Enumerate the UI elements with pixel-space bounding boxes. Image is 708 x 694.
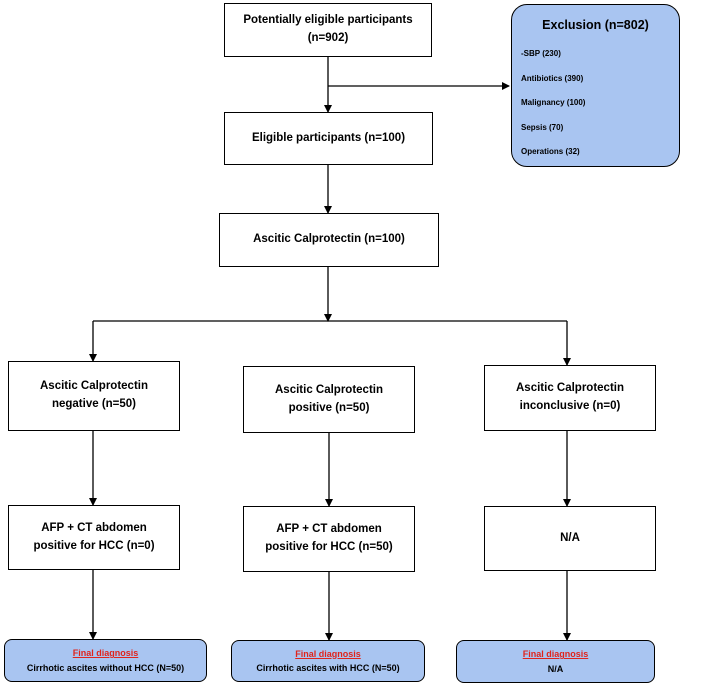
final-diagnosis-hcc: Final diagnosis Cirrhotic ascites with H…	[231, 640, 425, 682]
calprotectin-label: Ascitic Calprotectin (n=100)	[253, 233, 405, 246]
final-text-1: Cirrhotic ascites without HCC (N=50)	[26, 662, 185, 673]
calprotectin-negative-box: Ascitic Calprotectin negative (n=50)	[8, 361, 180, 431]
exclusion-title: Exclusion (n=802)	[542, 18, 649, 32]
calprotectin-inconclusive-box: Ascitic Calprotectin inconclusive (n=0)	[484, 365, 656, 431]
positive-line2: positive (n=50)	[288, 401, 370, 414]
exclusion-item-sepsis: Sepsis (70)	[521, 122, 564, 132]
exclusion-list: -SBP (230) Antibiotics (390) Malignancy …	[521, 49, 585, 172]
inconclusive-line1: Ascitic Calprotectin	[516, 382, 624, 395]
test2-line1: AFP + CT abdomen	[276, 523, 382, 536]
eligible-box: Eligible participants (n=100)	[224, 112, 433, 165]
exclusion-item-sbp: -SBP (230)	[521, 49, 561, 58]
final-diagnosis-no-hcc: Final diagnosis Cirrhotic ascites withou…	[4, 639, 207, 682]
final-label-2: Final diagnosis	[295, 648, 361, 659]
exclusion-item-operations: Operations (32)	[521, 147, 580, 156]
negative-line1: Ascitic Calprotectin	[40, 380, 148, 393]
test3-line1: N/A	[560, 531, 580, 544]
final-label-1: Final diagnosis	[72, 648, 139, 659]
exclusion-item-antibiotics: Antibiotics (390)	[521, 73, 584, 83]
final-text-3: N/A	[547, 663, 564, 674]
final-label-3: Final diagnosis	[522, 649, 589, 660]
negative-line2: negative (n=50)	[51, 398, 137, 410]
afp-ct-negative-box: AFP + CT abdomen positive for HCC (n=0)	[8, 505, 180, 570]
inconclusive-line2: inconclusive (n=0)	[519, 400, 621, 412]
afp-ct-positive-box: AFP + CT abdomen positive for HCC (n=50)	[243, 506, 415, 572]
na-test-box: N/A	[484, 506, 656, 571]
potentially-eligible-box: Potentially eligible participants (n=902…	[224, 3, 432, 57]
calprotectin-box: Ascitic Calprotectin (n=100)	[219, 213, 439, 267]
exclusion-box: Exclusion (n=802) -SBP (230) Antibiotics…	[511, 4, 680, 167]
potentially-eligible-title: Potentially eligible participants	[243, 14, 413, 27]
exclusion-item-malignancy: Malignancy (100)	[521, 98, 586, 107]
eligible-label: Eligible participants (n=100)	[251, 131, 406, 144]
test2-line2: positive for HCC (n=50)	[265, 541, 393, 553]
final-diagnosis-na: Final diagnosis N/A	[456, 640, 655, 683]
final-text-2: Cirrhotic ascites with HCC (N=50)	[256, 663, 400, 673]
potentially-eligible-count: (n=902)	[307, 32, 349, 44]
test1-line2: positive for HCC (n=0)	[33, 539, 155, 552]
positive-line1: Ascitic Calprotectin	[275, 383, 383, 396]
test1-line1: AFP + CT abdomen	[41, 521, 147, 534]
calprotectin-positive-box: Ascitic Calprotectin positive (n=50)	[243, 366, 415, 433]
